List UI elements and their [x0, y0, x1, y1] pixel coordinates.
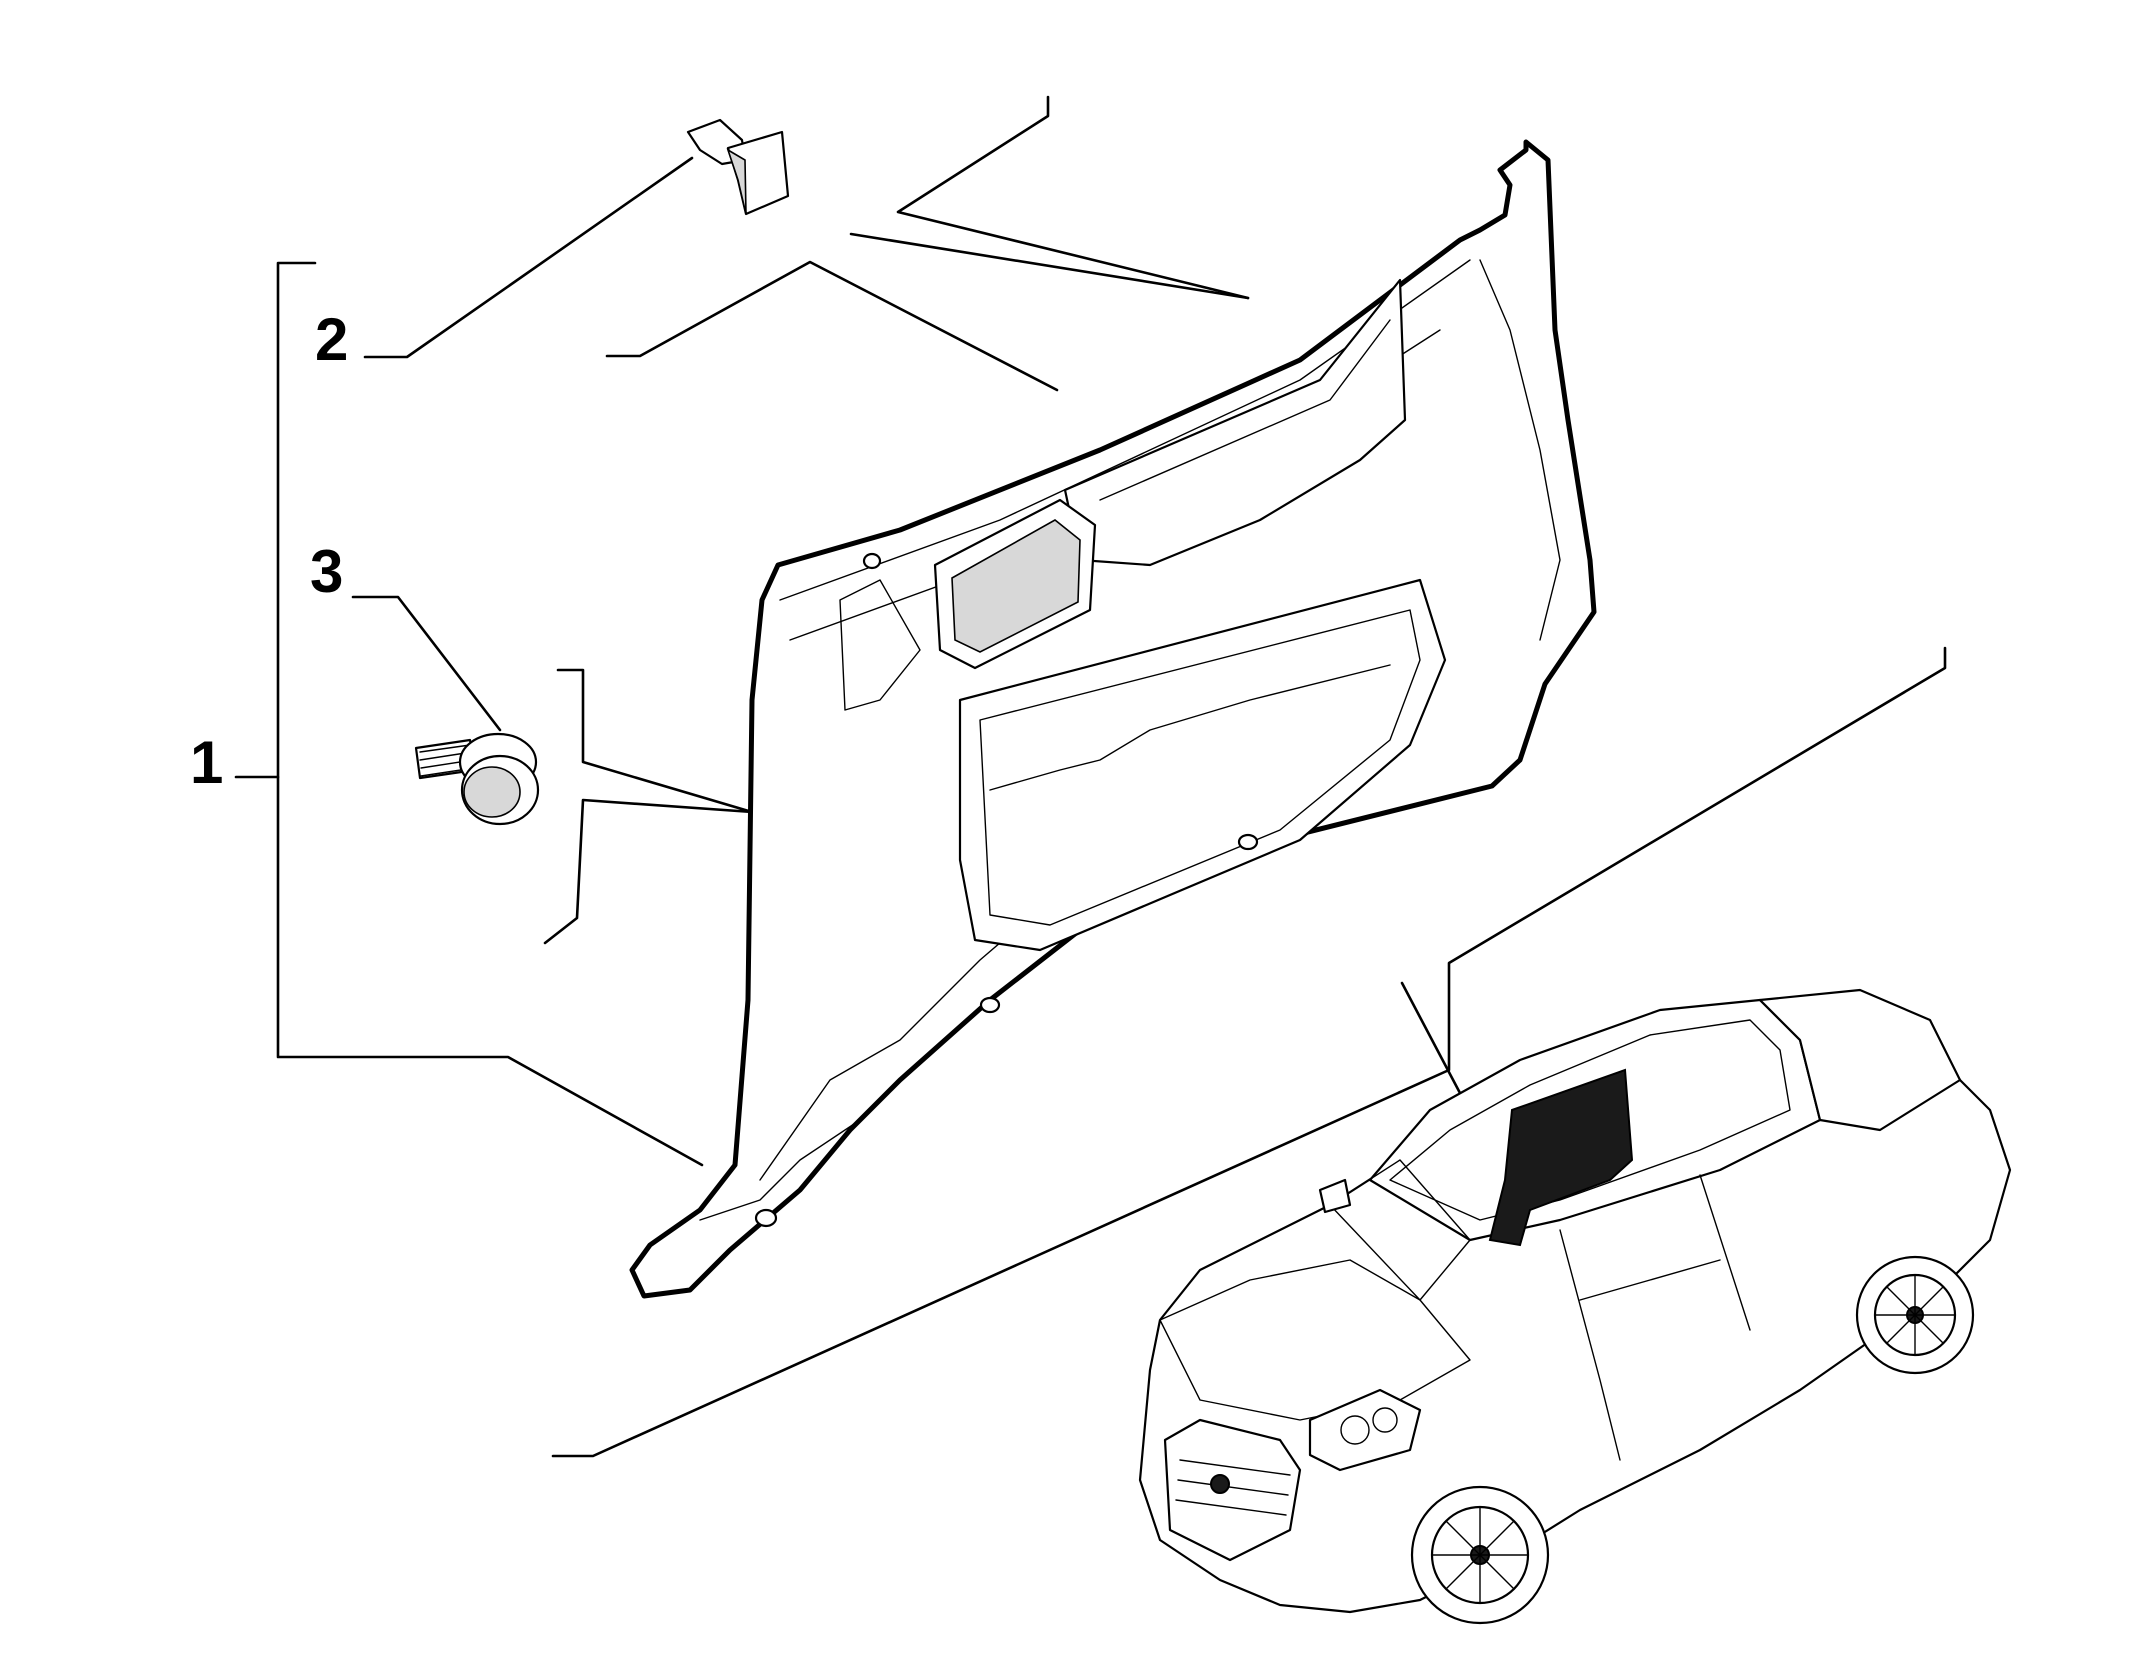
pointer-top-b [605, 260, 1059, 392]
pointer-mid [543, 668, 754, 945]
leader-2 [363, 156, 694, 359]
trim-clip-part [686, 118, 790, 216]
pointer-vehicle [551, 646, 1947, 1458]
leader-lines [234, 95, 1947, 1458]
speaker-grille [933, 498, 1097, 670]
callout-1: 1 [190, 729, 223, 796]
pointer-top-c [849, 232, 1250, 300]
pickup-truck-locator [1138, 988, 2012, 1625]
bracket-1 [276, 261, 704, 1167]
callout-2: 2 [315, 306, 348, 373]
callout-labels: 1 2 3 [190, 306, 348, 796]
highlighted-panel-location [1488, 1068, 1634, 1247]
callout-3: 3 [310, 538, 343, 605]
leader-3 [351, 595, 502, 732]
push-pin-part [414, 732, 540, 826]
pointer-top-a [896, 95, 1250, 300]
side-trim-panel [629, 139, 1597, 1299]
